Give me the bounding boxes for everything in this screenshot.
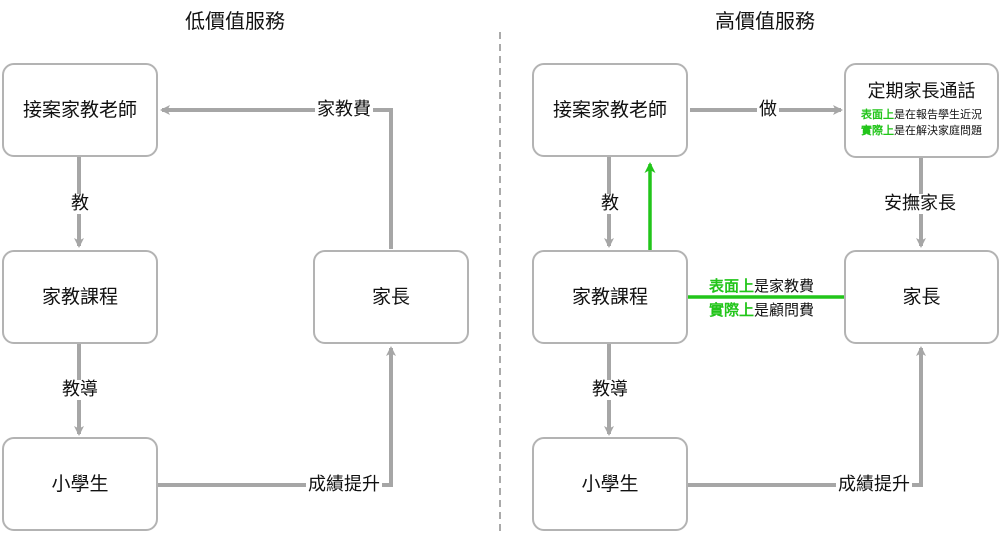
left-edge-improve-label: 成績提升: [306, 474, 382, 495]
left-node-course-label: 家教課程: [41, 285, 118, 308]
left-node-course: 家教課程: [2, 250, 158, 344]
left-edge-fee-label: 家教費: [315, 99, 373, 120]
right-edge-do-label: 做: [757, 99, 779, 120]
fee-line2-text: 是顧問費: [754, 301, 815, 319]
right-node-call-line1: 表面上是在報告學生近況: [861, 107, 982, 124]
right-edge-comfort-label: 安撫家長: [882, 193, 958, 214]
call-line2-highlight: 實際上: [861, 124, 894, 138]
right-node-student-label: 小學生: [581, 472, 639, 495]
right-edge-teach-label: 教: [599, 193, 621, 214]
right-node-course-label: 家教課程: [571, 285, 648, 308]
fee-line1-highlight: 表面上: [709, 277, 755, 295]
fee-line1-text: 是家教費: [754, 277, 815, 295]
left-node-parent-label: 家長: [371, 285, 410, 308]
arrow-left-fee: [160, 105, 393, 249]
call-line1-highlight: 表面上: [861, 107, 894, 121]
right-node-student: 小學生: [532, 437, 688, 531]
right-node-course: 家教課程: [532, 250, 688, 344]
arrow-left-improve: [158, 346, 396, 487]
right-edge-guide-label: 教導: [590, 379, 630, 400]
right-edge-improve-label: 成績提升: [836, 474, 912, 495]
fee-line2-highlight: 實際上: [709, 301, 755, 319]
right-node-call-title: 定期家長通話: [867, 81, 976, 103]
right-edge-fee-line2: 實際上是顧問費: [709, 299, 814, 321]
right-node-tutor-label: 接案家教老師: [552, 98, 667, 121]
left-edge-guide-label: 教導: [60, 379, 100, 400]
left-node-tutor-label: 接案家教老師: [22, 98, 137, 121]
left-node-student: 小學生: [2, 437, 158, 531]
right-panel-title: 高價值服務: [715, 9, 815, 33]
right-node-parent: 家長: [844, 250, 999, 344]
call-line2-text: 是在解決家庭問題: [894, 124, 982, 138]
left-node-parent: 家長: [313, 250, 469, 344]
arrow-right-improve: [688, 346, 926, 487]
right-node-tutor: 接案家教老師: [532, 63, 688, 157]
right-edge-fee-line1: 表面上是家教費: [709, 275, 814, 297]
call-line1-text: 是在報告學生近況: [894, 107, 982, 121]
left-node-student-label: 小學生: [51, 472, 109, 495]
right-node-call: 定期家長通話 表面上是在報告學生近況 實際上是在解決家庭問題: [844, 63, 999, 158]
right-node-call-line2: 實際上是在解決家庭問題: [861, 123, 982, 140]
right-node-parent-label: 家長: [902, 285, 941, 308]
left-node-tutor: 接案家教老師: [2, 63, 158, 157]
left-edge-teach-label: 教: [69, 193, 91, 214]
left-panel-title: 低價值服務: [185, 9, 285, 33]
